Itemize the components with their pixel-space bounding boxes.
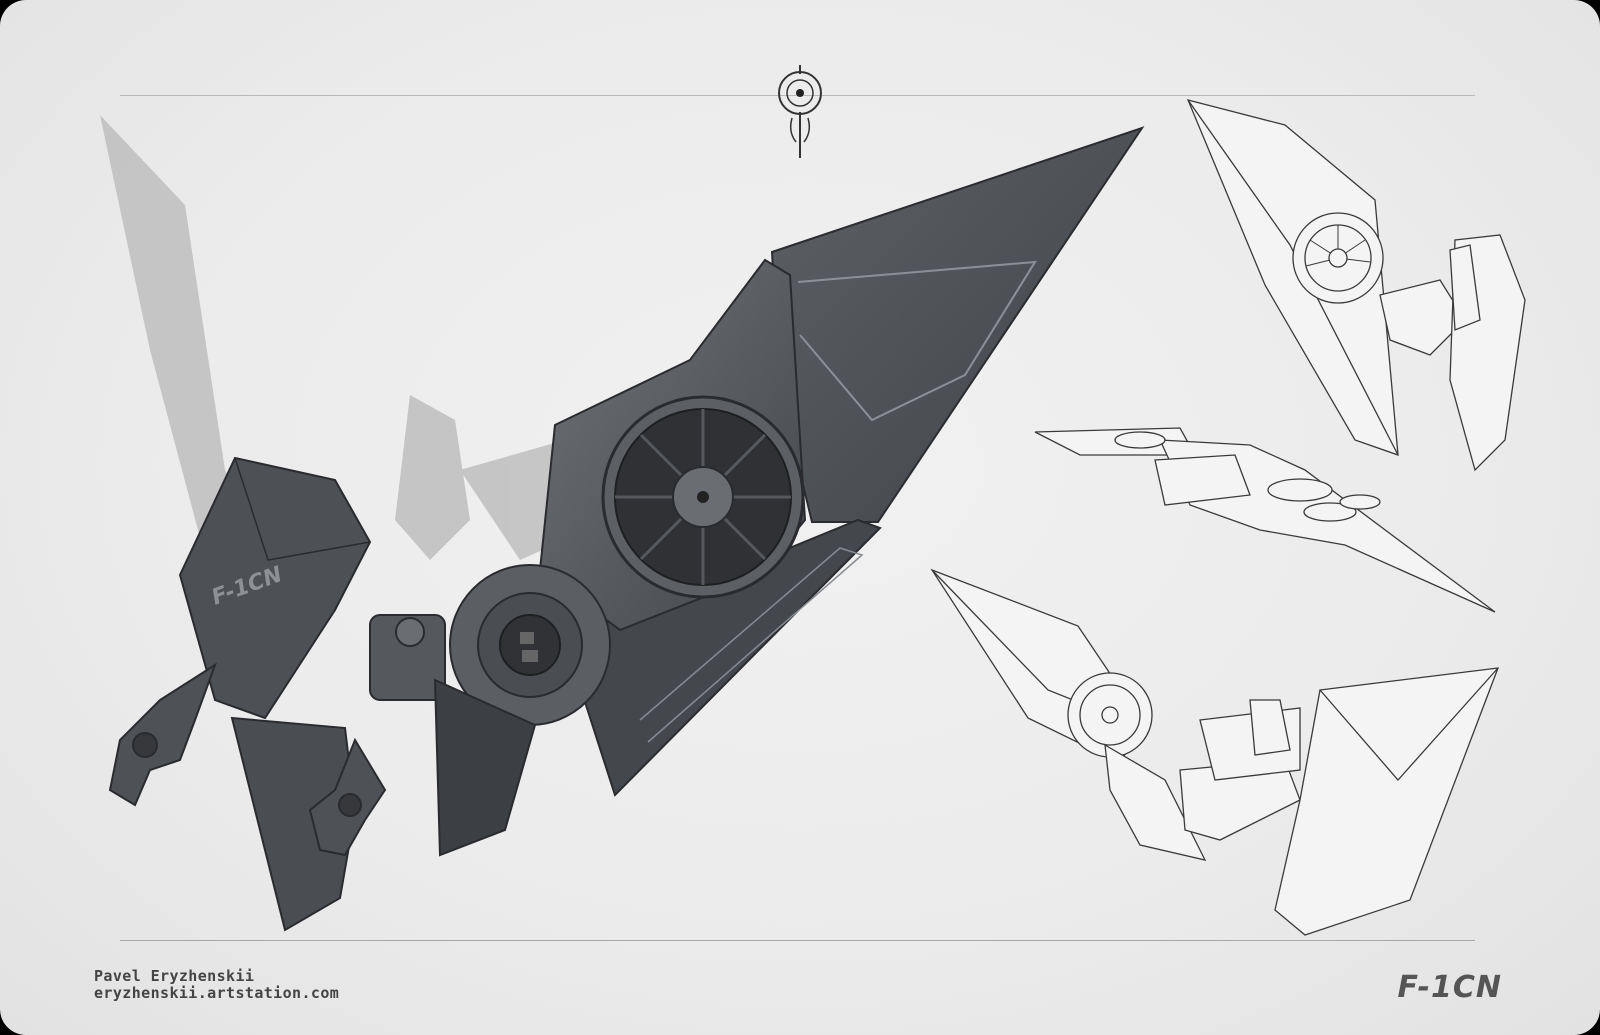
side-view-lineart [1034,427,1496,613]
drone-render: F-1CN [108,126,1145,932]
right-claw [308,737,387,857]
artist-name: Pavel Eryzhenskii [94,967,255,985]
joint-hub [369,564,611,726]
crosshair-emblem-icon [778,65,822,158]
turbine-fan [601,395,805,599]
right-wing-panel [770,126,1145,523]
lower-left-fin [230,716,357,932]
artist-site: eryzhenskii.artstation.com [94,984,340,1002]
bottom-divider [120,940,1475,941]
front-view-lineart [930,568,1499,936]
artist-credits: Pavel Eryzhenskii eryzhenskii.artstation… [94,968,339,1002]
left-pyramid-panel [178,456,372,720]
left-claw [108,662,217,807]
drone-shadow [100,115,610,575]
model-code-logo: F-1CN [1397,970,1502,1005]
top-view-lineart [1186,99,1526,472]
lower-right-fin [433,678,537,857]
